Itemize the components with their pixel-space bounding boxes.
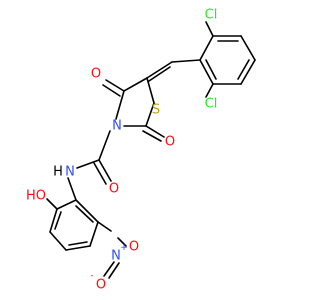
bond [171, 59, 201, 63]
nitrogen-label: N [112, 119, 122, 134]
atom-labels: Cl Cl O S N O O N H HO N + O O - [26, 8, 217, 293]
negative-charge: - [90, 271, 93, 281]
bond [146, 61, 173, 79]
bond [148, 66, 171, 82]
bond [146, 77, 155, 104]
bond [76, 159, 100, 169]
hydroxyl-label: HO [26, 189, 46, 204]
bond [97, 221, 112, 232]
bond [49, 208, 58, 233]
bond [54, 211, 62, 230]
nitrogen-label: N [65, 165, 75, 180]
bond [102, 84, 121, 97]
bond [93, 162, 107, 185]
nitrogen-label: N [111, 249, 121, 264]
oxygen-label: O [109, 182, 119, 197]
bond [237, 59, 250, 80]
bond [142, 130, 162, 142]
bond [75, 205, 94, 223]
bond [240, 59, 256, 85]
bond [68, 241, 88, 246]
oxygen-label: O [129, 240, 139, 255]
oxygen-label: O [91, 67, 101, 82]
bonds [46, 21, 256, 279]
bond [115, 90, 125, 120]
sulfur-label: S [152, 103, 160, 118]
bond [199, 35, 214, 61]
bond [103, 261, 115, 277]
bond [205, 21, 214, 37]
oxygen-label: O [96, 278, 106, 293]
bond [240, 35, 256, 61]
bond [205, 83, 214, 98]
bond [75, 199, 99, 223]
bond [98, 130, 111, 161]
chlorine-label: Cl [205, 97, 218, 112]
oxygen-label: O [165, 135, 175, 150]
bond [117, 237, 127, 247]
hydrogen-label: H [53, 165, 63, 180]
bond [49, 231, 67, 251]
bond [145, 102, 155, 127]
bond [89, 221, 99, 247]
positive-charge: + [120, 243, 128, 253]
molecule-structure: Cl Cl O S N O O N H HO N + O O - [26, 8, 256, 293]
bond [123, 77, 148, 92]
chlorine-label: Cl [205, 8, 218, 23]
bond [65, 245, 91, 251]
bond [67, 177, 77, 201]
bond [46, 198, 58, 210]
bond [145, 125, 165, 138]
bond [56, 199, 77, 210]
bond [205, 59, 217, 80]
bond [98, 159, 112, 182]
bond [199, 59, 214, 85]
bond [108, 262, 120, 279]
bond [105, 79, 125, 92]
